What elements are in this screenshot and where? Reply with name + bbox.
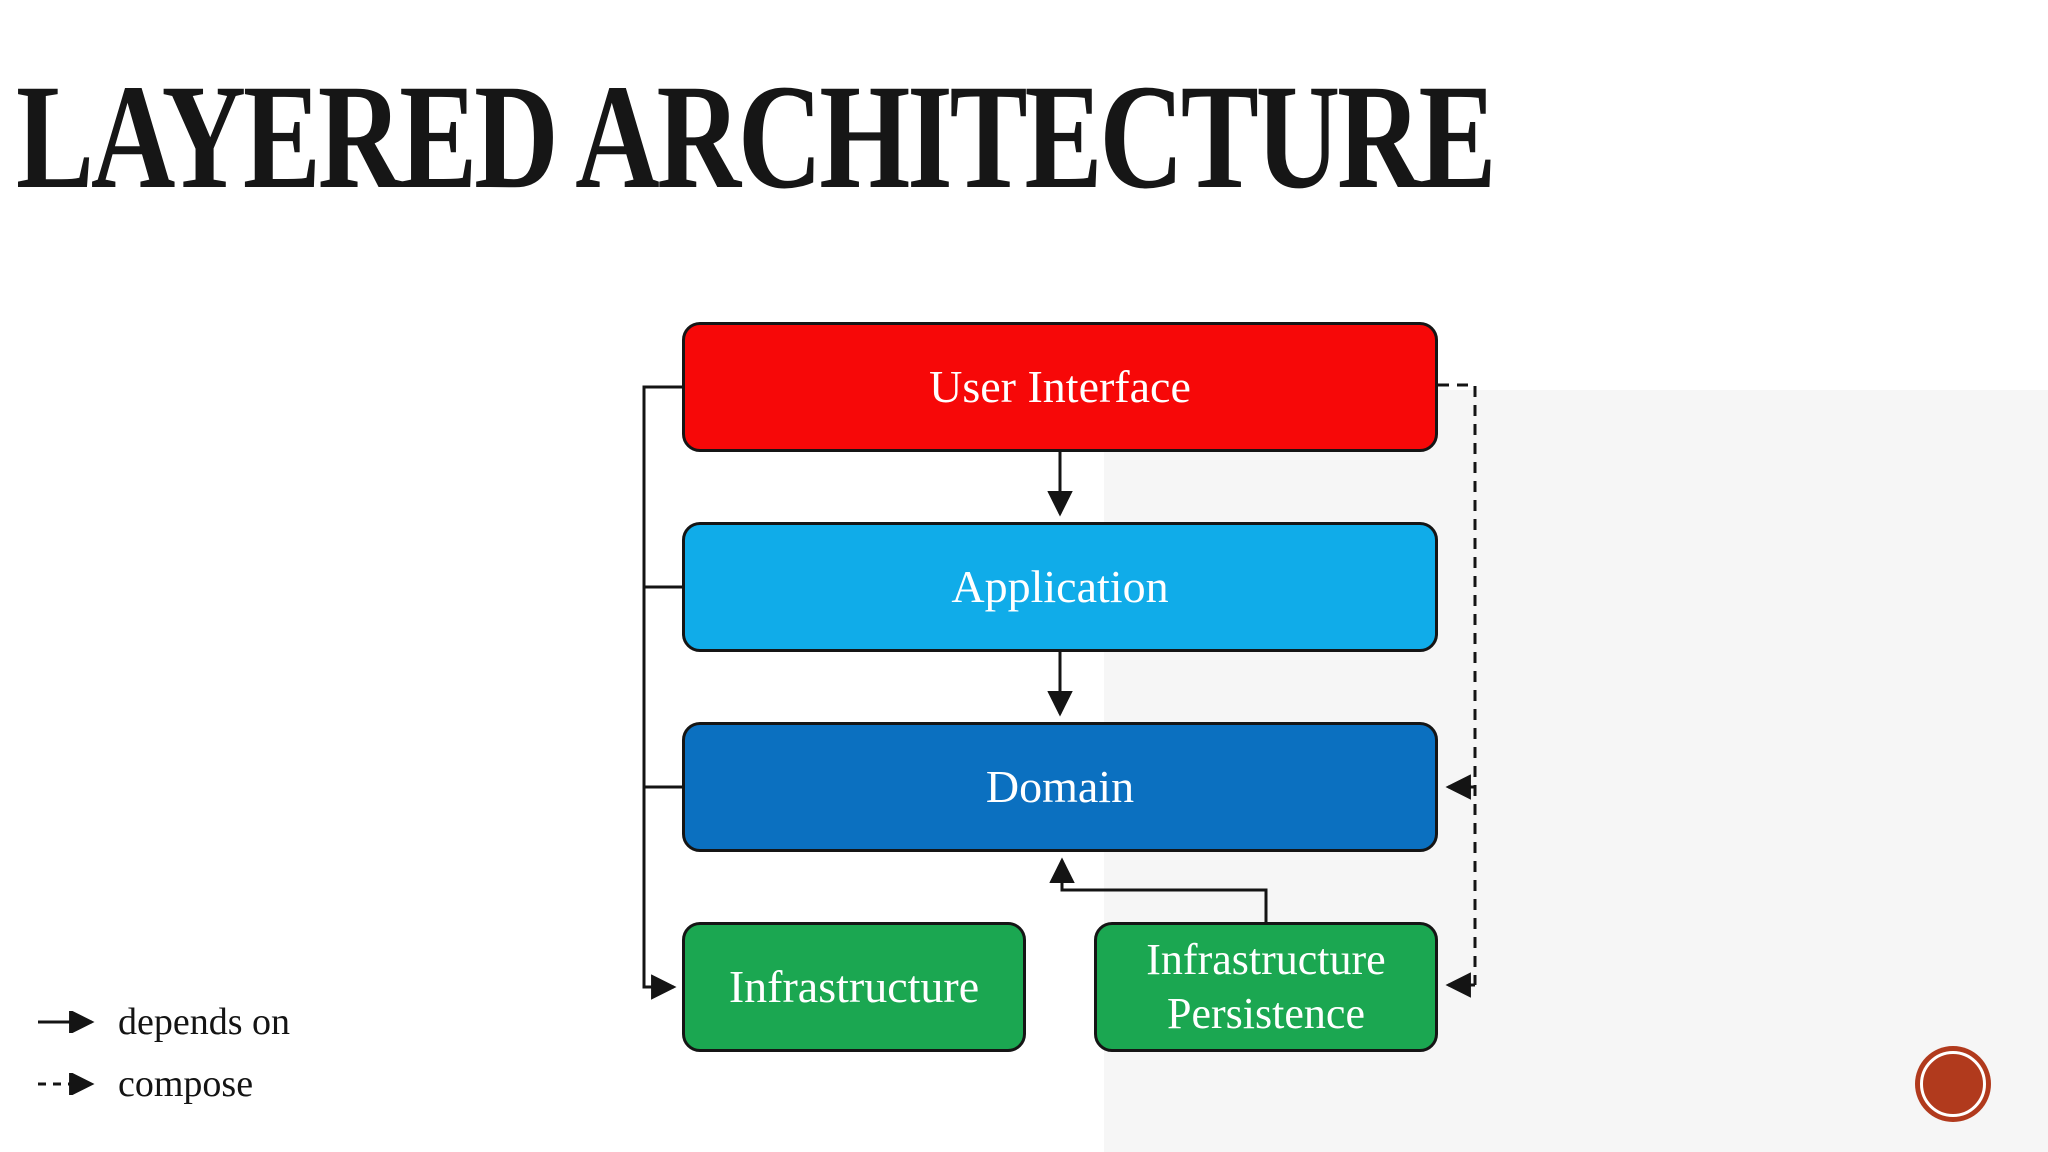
legend-label-compose: compose	[118, 1063, 254, 1105]
page-title: LAYERED ARCHITECTURE	[16, 54, 1497, 220]
layer-box-infrastructure: Infrastructure	[682, 922, 1026, 1052]
layer-label-infrastructure: Infrastructure	[728, 960, 980, 1012]
layer-box-domain: Domain	[682, 722, 1438, 852]
edge-left-bracket-depends-infrastructure	[642, 385, 682, 1000]
layer-label-domain: Domain	[985, 760, 1135, 812]
layer-box-user-interface: User Interface	[682, 322, 1438, 452]
layer-label-infrastructure-persistence: Infrastructure Persistence	[1146, 935, 1386, 1038]
legend-label-depends-on: depends on	[118, 1001, 291, 1043]
layer-label-user-interface: User Interface	[929, 360, 1191, 412]
edge-compose-trunk	[1438, 383, 1477, 985]
layer-box-application: Application	[682, 522, 1438, 652]
legend-item-compose: compose	[36, 1058, 290, 1110]
layer-label-application: Application	[951, 560, 1169, 612]
layer-box-infrastructure-persistence: Infrastructure Persistence	[1094, 922, 1438, 1052]
stamp-inner-ring	[1920, 1051, 1986, 1117]
solid-arrow-icon	[38, 1011, 95, 1033]
dashed-arrow-icon	[38, 1073, 95, 1095]
edge-infra-persistence-depends-domain	[1049, 857, 1268, 922]
legend-item-depends-on: depends on	[36, 996, 290, 1048]
stamp-circle-decoration	[1915, 1046, 1991, 1122]
legend: depends on compose	[36, 996, 290, 1120]
